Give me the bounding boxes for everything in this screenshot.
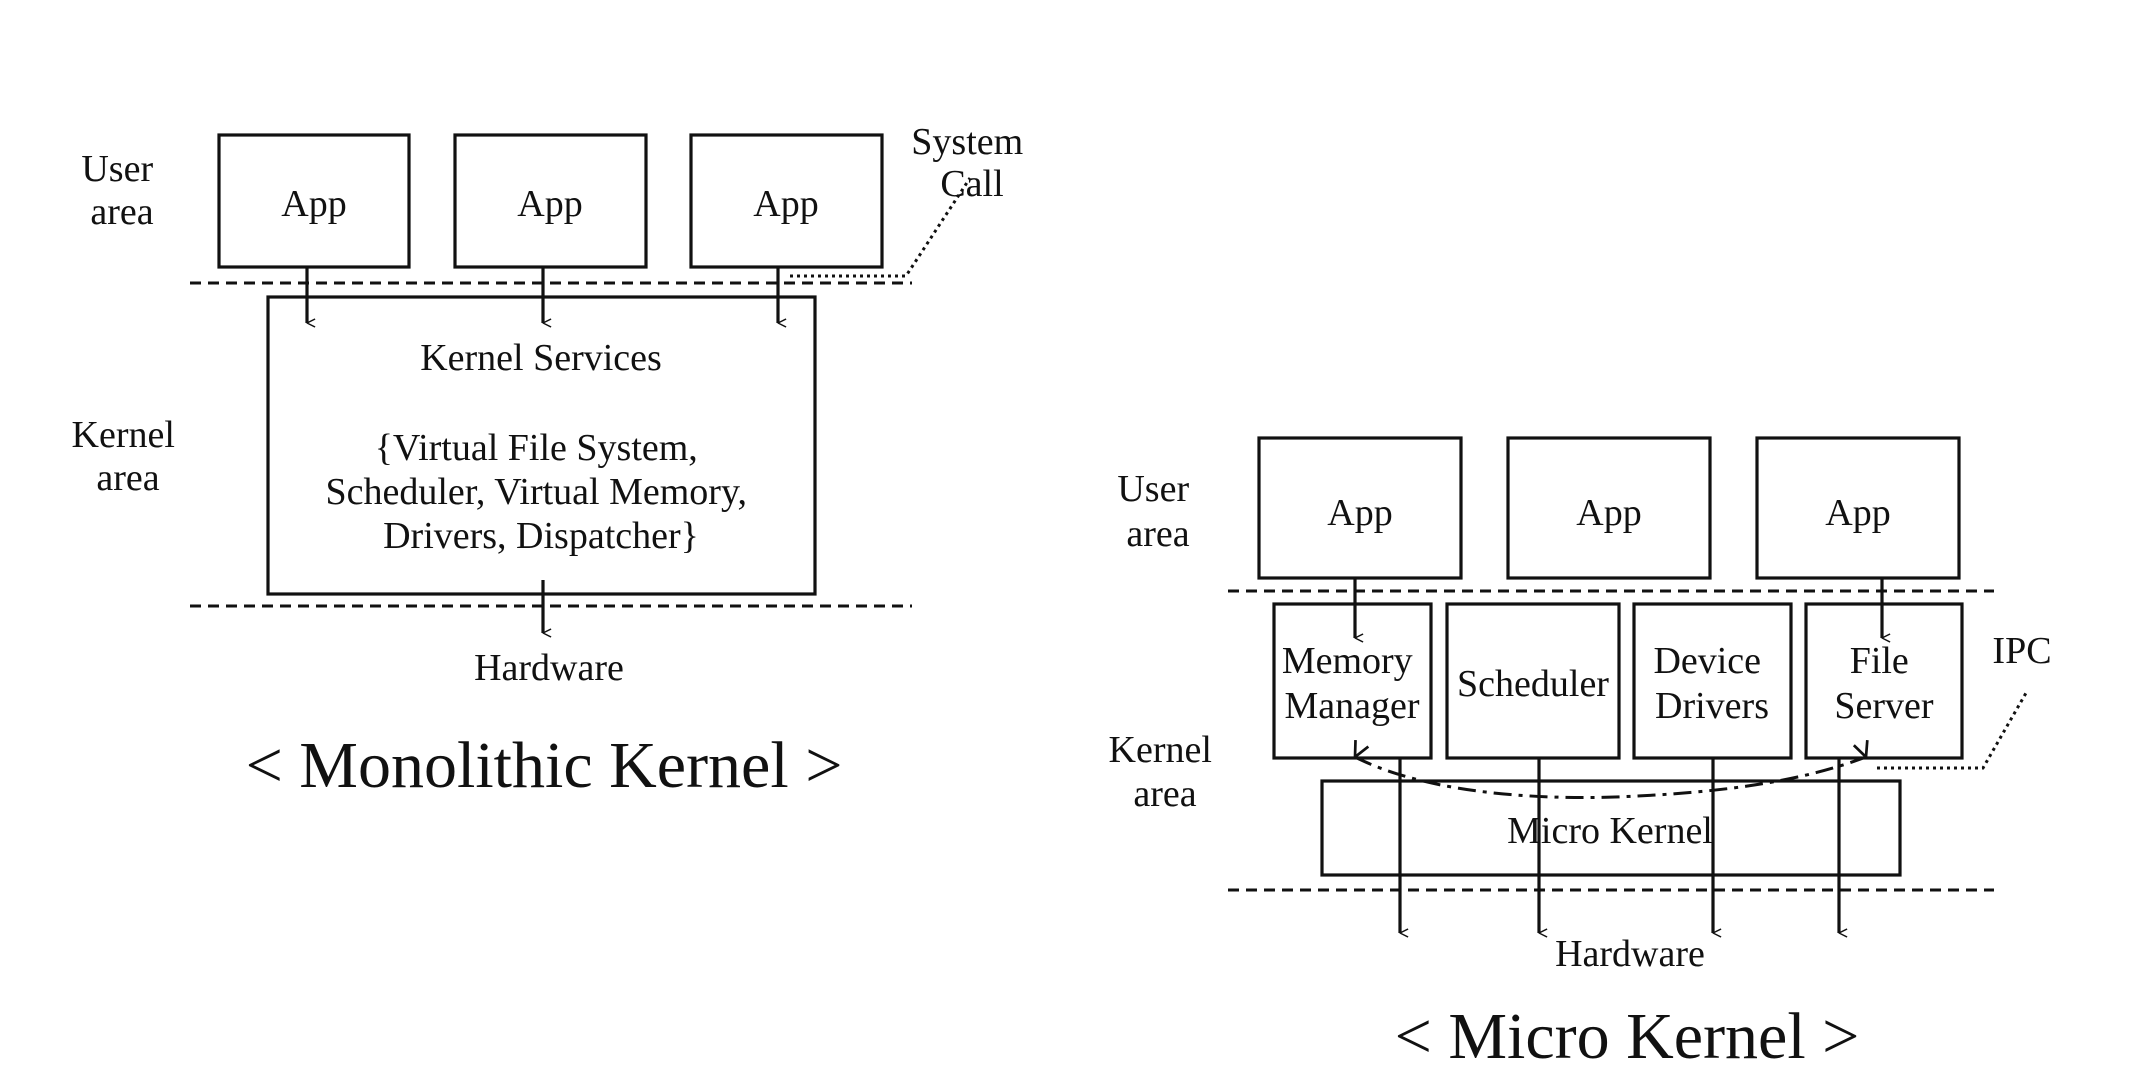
- micro-app-3: App: [1755, 436, 1961, 580]
- micro-app-1-label: App: [1327, 492, 1392, 534]
- ipc-label: IPC: [1992, 630, 2051, 672]
- micro-app-1: App: [1257, 436, 1463, 580]
- ipc-path: [1355, 757, 1866, 800]
- micro-app-2-label: App: [1576, 492, 1641, 534]
- micro-kernel-label: Micro Kernel: [1507, 810, 1713, 852]
- micro-kernel-caption: < Micro Kernel >: [1395, 1000, 1860, 1073]
- kernel-services-title: Kernel Services: [420, 337, 662, 379]
- memory-manager-box: Memory Manager: [1272, 602, 1433, 760]
- file-server-label: File Server: [1834, 640, 1934, 727]
- micro-app-2: App: [1506, 436, 1712, 580]
- mono-user-area-label: User area: [81, 148, 162, 233]
- mono-system-call-label: System Call: [911, 121, 1032, 205]
- monolithic-kernel-caption: < Monolithic Kernel >: [246, 729, 843, 802]
- micro-kernel-area-label: Kernel area: [1109, 729, 1222, 815]
- kernel-services-list: {Virtual File System, Scheduler, Virtual…: [326, 427, 757, 557]
- micro-kernel-diagram: User area Kernel area App App App Memory: [1109, 436, 2052, 1073]
- device-drivers-label: Device Drivers: [1653, 640, 1770, 727]
- mono-app-1: App: [217, 133, 411, 269]
- mono-app-3: App: [689, 133, 884, 269]
- scheduler-label: Scheduler: [1457, 663, 1609, 705]
- file-server-box: File Server: [1804, 602, 1964, 760]
- micro-kernel-box: Micro Kernel: [1320, 779, 1902, 877]
- mono-app-3-label: App: [753, 183, 818, 225]
- scheduler-box: Scheduler: [1445, 602, 1621, 760]
- ipc-pointer: [1877, 692, 2028, 770]
- mono-app-1-label: App: [281, 183, 346, 225]
- mono-hardware-label: Hardware: [474, 647, 624, 689]
- micro-user-area-label: User area: [1117, 468, 1198, 555]
- mono-kernel-services-box: Kernel Services {Virtual File System, Sc…: [266, 295, 817, 596]
- mono-kernel-area-label: Kernel area: [72, 414, 185, 499]
- micro-hardware-label: Hardware: [1555, 933, 1705, 975]
- mono-app-2-label: App: [517, 183, 582, 225]
- monolithic-kernel-diagram: User area Kernel area App App App System…: [72, 121, 1032, 802]
- micro-app-3-label: App: [1825, 492, 1890, 534]
- device-drivers-box: Device Drivers: [1632, 602, 1793, 760]
- mono-app-2: App: [453, 133, 648, 269]
- memory-manager-label: Memory Manager: [1282, 640, 1422, 727]
